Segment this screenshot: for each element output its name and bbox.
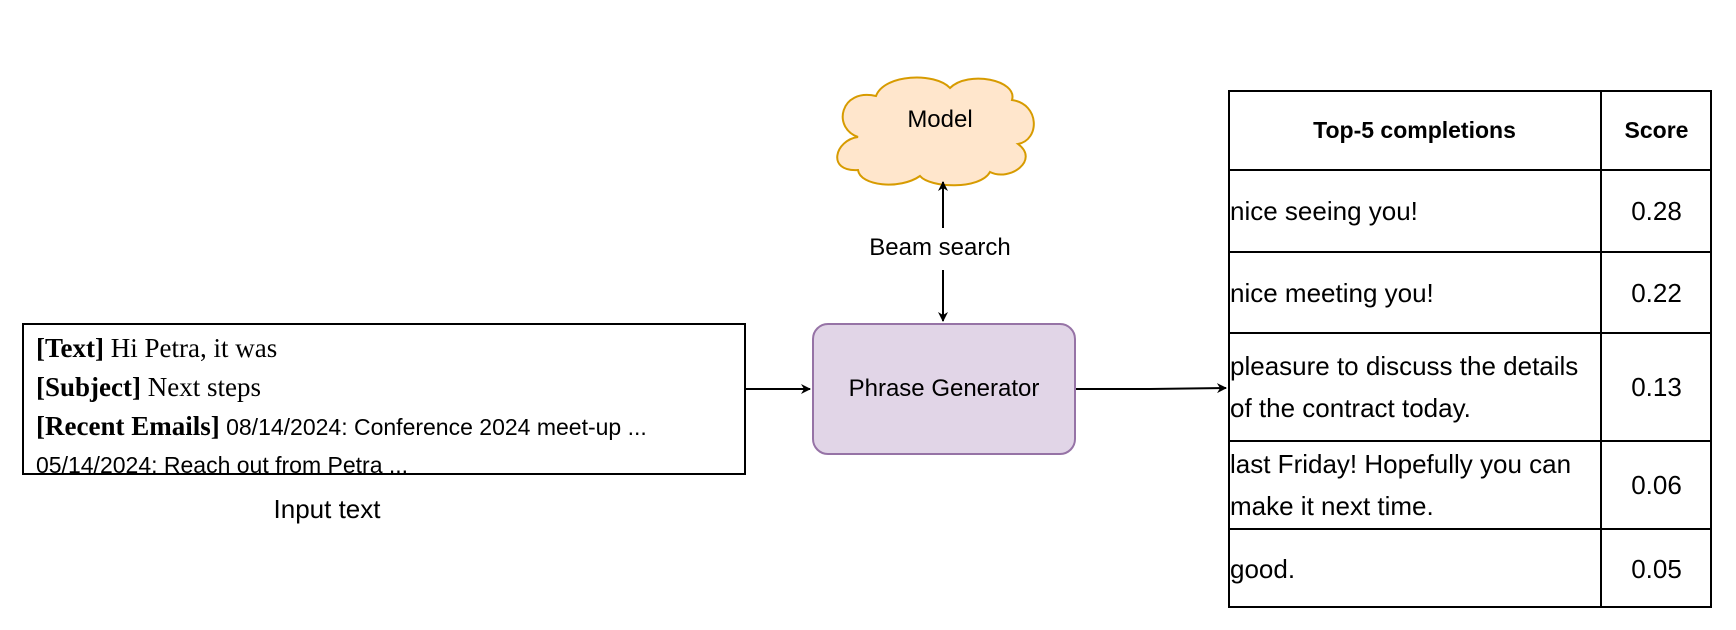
arrow-generator-to-table <box>1076 383 1227 394</box>
input-value-recent-emails-2: 05/14/2024: Reach out from Petra ... <box>36 452 409 478</box>
input-line-subject: [Subject] Next steps <box>36 370 732 409</box>
score-cell: 0.28 <box>1631 196 1682 226</box>
input-value-subject: Next steps <box>140 372 261 402</box>
score-cell: 0.13 <box>1631 372 1682 402</box>
completions-table: Top-5 completions Score nice seeing you!… <box>1228 90 1712 608</box>
phrase-generator-label: Phrase Generator <box>848 375 1040 402</box>
phrase-generator-box: Phrase Generator <box>812 323 1076 455</box>
input-line-text: [Text] Hi Petra, it was <box>36 331 732 370</box>
input-text-box: [Text] Hi Petra, it was [Subject] Next s… <box>22 323 746 478</box>
score-cell: 0.06 <box>1631 470 1682 500</box>
input-label-recent-emails: [Recent Emails] <box>36 411 220 441</box>
table-grid <box>1228 90 1712 608</box>
completion-cell: nice seeing you! <box>1230 196 1418 226</box>
completion-cell: nice meeting you! <box>1230 277 1434 308</box>
input-value-text: Hi Petra, it was <box>104 333 278 363</box>
input-line-recent-emails-2: 05/14/2024: Reach out from Petra ... <box>36 448 732 486</box>
completion-cell: good. <box>1230 553 1296 584</box>
completion-cell: last Friday! Hopefully you can make it n… <box>1230 449 1572 521</box>
input-label-text: [Text] <box>36 333 104 363</box>
input-label-subject: [Subject] <box>36 372 141 402</box>
header-completions: Top-5 completions <box>1313 117 1516 143</box>
input-caption: Input text <box>273 494 381 524</box>
completion-cell: pleasure to discuss the details of the c… <box>1230 351 1579 423</box>
beam-search-label: Beam search <box>840 234 1040 262</box>
input-line-recent-emails: [Recent Emails] 08/14/2024: Conference 2… <box>36 409 732 448</box>
score-cell: 0.05 <box>1631 553 1682 584</box>
input-value-recent-emails: 08/14/2024: Conference 2024 meet-up ... <box>219 414 647 440</box>
header-score: Score <box>1624 117 1689 143</box>
model-label: Model <box>907 106 973 133</box>
score-cell: 0.22 <box>1631 277 1682 308</box>
